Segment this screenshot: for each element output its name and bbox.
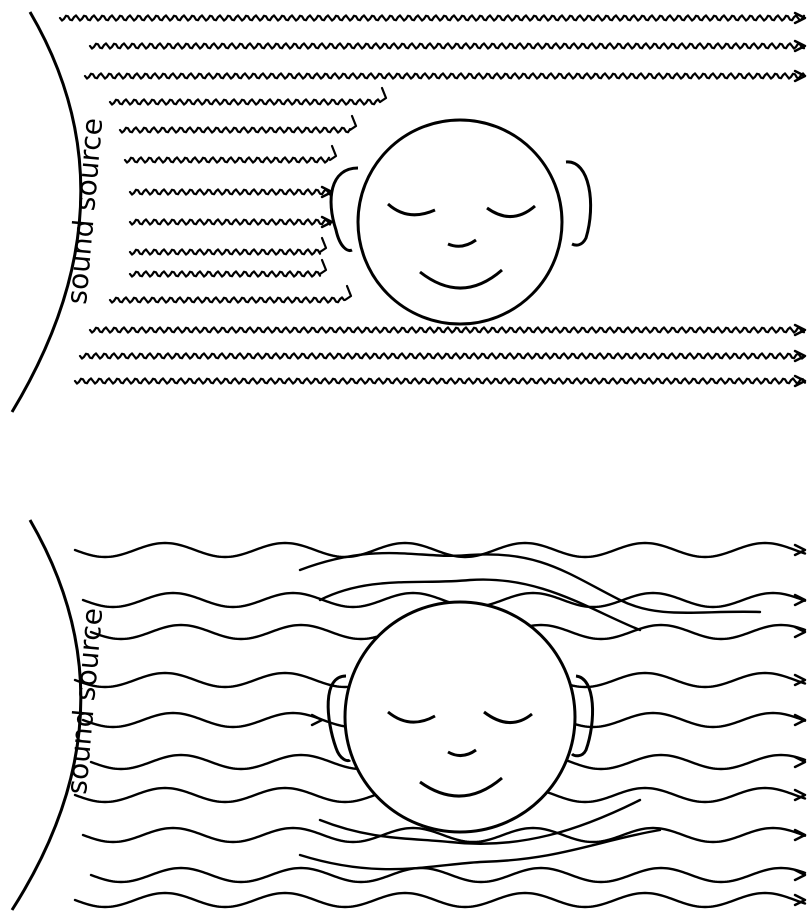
short-wave — [130, 219, 330, 224]
right-ear — [566, 162, 591, 245]
reflected-wave — [350, 116, 356, 130]
head-outline — [358, 120, 562, 324]
diffracted-wave — [300, 830, 660, 869]
short-wave — [130, 249, 320, 254]
reflected-wave — [330, 146, 336, 160]
panel-short-wavelength: sound source — [12, 12, 805, 412]
arrow-head — [795, 13, 805, 23]
arrow-head — [312, 715, 322, 725]
short-wave — [120, 127, 350, 132]
short-wave — [90, 327, 804, 332]
short-wave — [80, 353, 804, 358]
short-wave — [60, 15, 804, 20]
sound-source-label: sound source — [60, 117, 109, 306]
short-wave — [90, 43, 804, 48]
short-wave — [125, 157, 329, 162]
long-wave — [75, 893, 805, 907]
reflected-wave — [345, 286, 351, 300]
panel-long-wavelength: sound source — [12, 520, 805, 910]
short-wave — [110, 99, 380, 104]
short-wave — [75, 378, 805, 383]
short-wave — [110, 297, 344, 302]
short-wave — [130, 271, 320, 276]
head — [331, 120, 591, 324]
left-ear — [331, 168, 358, 250]
reflected-wave — [320, 260, 326, 274]
short-wave — [130, 189, 330, 194]
long-wave — [91, 868, 805, 882]
short-wave — [85, 73, 805, 78]
reflected-wave — [380, 88, 386, 102]
reflected-wave — [320, 238, 326, 252]
